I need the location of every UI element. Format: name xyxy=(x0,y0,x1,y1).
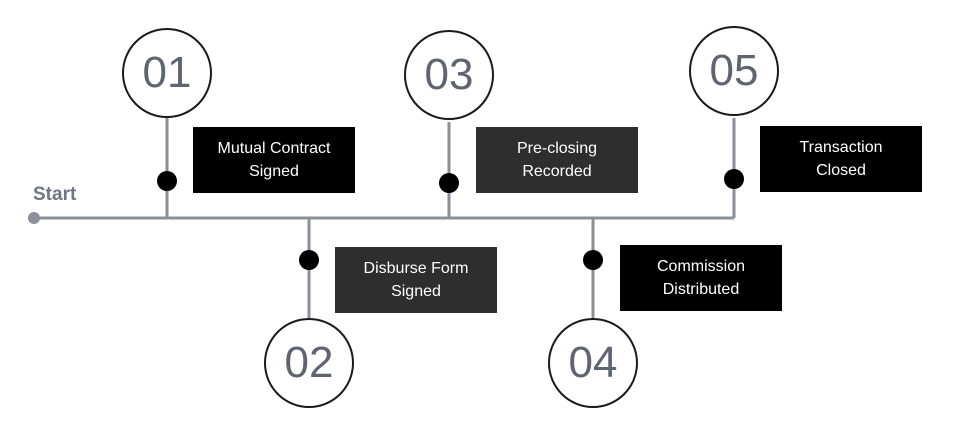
step-label-04: Commission Distributed xyxy=(620,245,782,311)
step-number-03: 03 xyxy=(404,30,494,120)
step-number-04: 04 xyxy=(548,318,638,408)
start-label: Start xyxy=(33,184,77,205)
step-label-02: Disburse Form Signed xyxy=(335,247,497,313)
start-dot xyxy=(28,212,40,224)
node-dot-05 xyxy=(724,169,744,189)
node-dot-04 xyxy=(583,250,603,270)
step-number-05: 05 xyxy=(689,26,779,116)
node-dot-03 xyxy=(439,173,459,193)
step-number-02: 02 xyxy=(264,318,354,408)
step-number-01: 01 xyxy=(122,28,212,118)
step-label-03: Pre-closing Recorded xyxy=(476,127,638,193)
step-label-05: Transaction Closed xyxy=(760,126,922,192)
node-dot-01 xyxy=(157,171,177,191)
step-label-01: Mutual Contract Signed xyxy=(193,127,355,193)
node-dot-02 xyxy=(299,250,319,270)
